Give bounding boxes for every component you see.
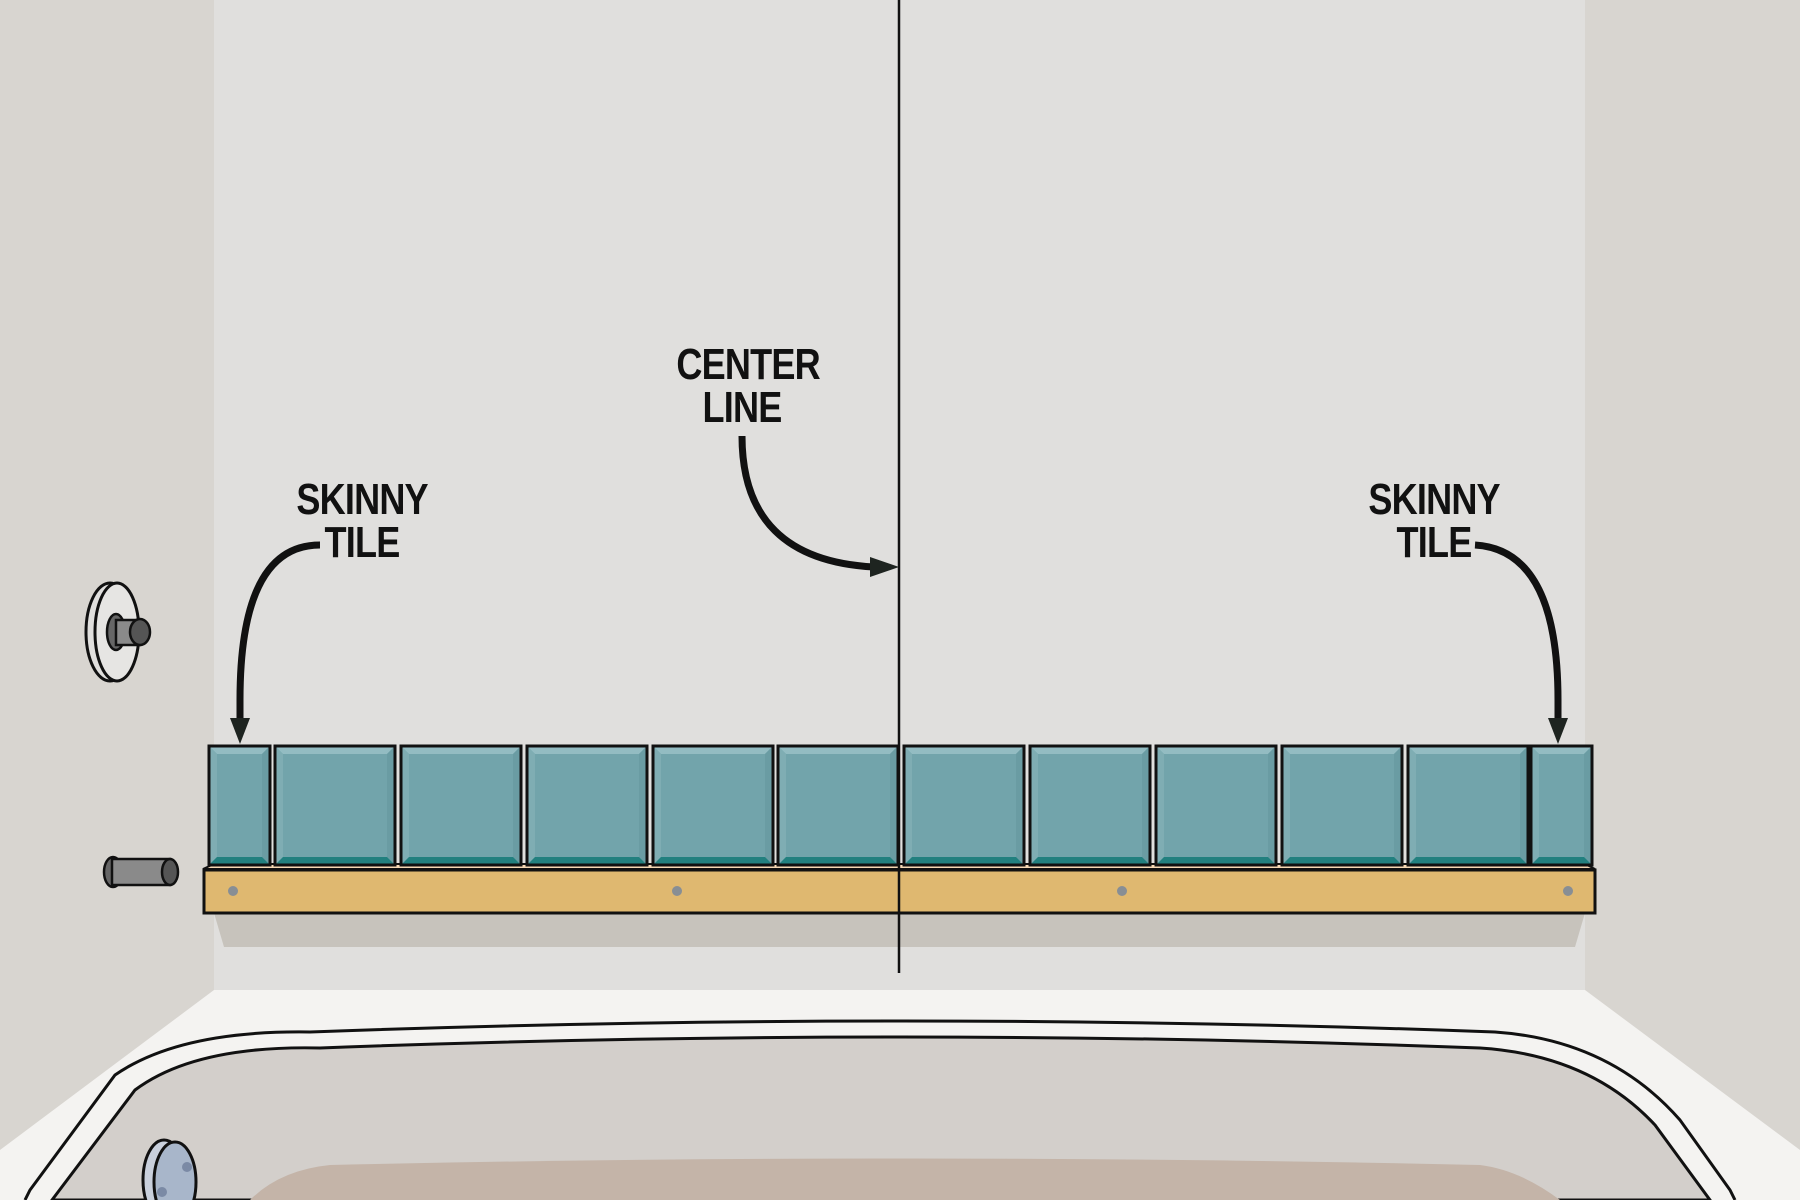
screw-icon	[672, 886, 682, 896]
center-line-label-line-1: CENTER	[676, 340, 820, 389]
screw-icon	[228, 886, 238, 896]
shower-valve-icon	[84, 581, 152, 683]
tile	[1028, 744, 1152, 867]
tile	[525, 744, 649, 867]
tile	[1406, 744, 1530, 867]
skinny-tile-right-label: SKINNY TILE	[1368, 475, 1500, 567]
center-line-label: CENTER LINE	[676, 340, 820, 432]
skinny-tile-left-label-line-1: SKINNY	[296, 475, 428, 524]
tile	[651, 744, 775, 867]
screw-icon	[1117, 886, 1127, 896]
tile	[1154, 744, 1278, 867]
center-line-arrow-icon	[738, 435, 899, 577]
skinny-tile-right-label-line-1: SKINNY	[1368, 475, 1500, 524]
skinny-tile-left-label: SKINNY TILE	[296, 475, 428, 567]
skinny-tile-right	[1529, 744, 1594, 867]
center-line-label-line-2: LINE	[702, 383, 783, 432]
screw-icon	[1563, 886, 1573, 896]
tub-interior	[50, 1035, 1712, 1200]
overflow-drain-plate	[141, 1138, 198, 1200]
skinny-tile-left-arrow-icon	[230, 541, 321, 744]
tile	[273, 744, 397, 867]
skinny-tile-right-arrow-icon	[1474, 541, 1568, 744]
tile	[902, 744, 1026, 867]
skinny-tile-left	[207, 744, 272, 867]
tile	[776, 744, 900, 867]
tub-rim-outer	[23, 1019, 1737, 1200]
skinny-tile-right-label-line-2: TILE	[1396, 518, 1473, 567]
tub-floor	[250, 1158, 1560, 1200]
tile	[1280, 744, 1404, 867]
skinny-tile-left-label-line-2: TILE	[324, 518, 401, 567]
tile	[399, 744, 523, 867]
tub-spout-pipe-icon	[102, 855, 180, 889]
